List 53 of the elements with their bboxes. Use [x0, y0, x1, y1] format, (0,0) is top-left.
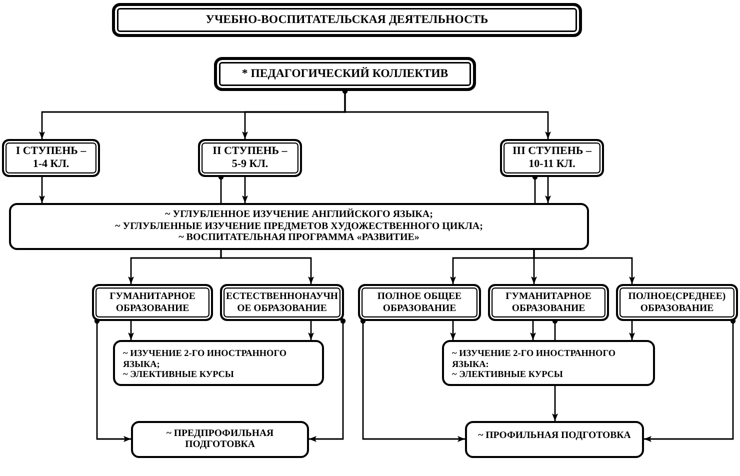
list-item: ~ ИЗУЧЕНИЕ 2-ГО ИНОСТРАННОГО ЯЗЫКА: — [452, 348, 616, 370]
box-label: ПОЛНОЕ ОБЩЕЕ ОБРАЗОВАНИЕ — [376, 291, 463, 314]
arrow — [308, 321, 314, 340]
box-label: I СТУПЕНЬ – 1-4 КЛ. — [14, 145, 88, 171]
arrow — [309, 318, 346, 442]
arrow — [360, 318, 465, 442]
program-box — [9, 203, 589, 250]
arrow — [450, 321, 456, 340]
elective-box — [442, 340, 655, 386]
track-box — [92, 284, 213, 321]
box-label: ~ ПРЕДПРОФИЛЬНАЯ ПОДГОТОВКА — [165, 428, 275, 451]
title-text: УЧЕБНО-ВОСПИТАТЕЛЬСКАЯ ДЕЯТЕЛЬНОСТЬ — [206, 13, 488, 27]
list-item: ~ УГЛУБЛЕННОЕ ИЗУЧЕНИЕ АНГЛИЙСКОГО ЯЗЫКА; — [165, 209, 433, 221]
track-box — [358, 284, 481, 321]
box-label: II СТУПЕНЬ – 5-9 КЛ. — [212, 145, 288, 171]
header-box — [214, 57, 476, 91]
arrow — [530, 321, 536, 340]
connector-line — [218, 174, 224, 203]
arrow — [128, 321, 134, 340]
header-text: * ПЕДАГОГИЧЕСКИЙ КОЛЛЕКТИВ — [242, 67, 448, 81]
elective-box — [113, 340, 324, 386]
title-box — [112, 3, 582, 37]
box-label: III СТУПЕНЬ – 10-11 КЛ. — [512, 145, 592, 171]
list-item: ~ ИЗУЧЕНИЕ 2-ГО ИНОСТРАННОГО ЯЗЫКА; — [123, 348, 288, 370]
track-box — [616, 284, 738, 321]
track-box — [488, 284, 609, 321]
arrow — [552, 386, 558, 421]
list-item: ~ ЭЛЕКТИВНЫЕ КУРСЫ — [123, 369, 234, 380]
arrow — [242, 177, 248, 203]
box-label: ЕСТЕСТВЕННОНАУЧН ОЕ ОБРАЗОВАНИЕ — [225, 291, 339, 314]
arrow — [629, 321, 635, 340]
connector-line — [552, 318, 558, 340]
box-label: ~ ПРОФИЛЬНАЯ ПОДГОТОВКА — [478, 430, 631, 442]
connector-line — [532, 174, 538, 203]
outcome-box — [131, 421, 309, 458]
stage-box — [500, 139, 604, 177]
list-item: ~ ЭЛЕКТИВНЫЕ КУРСЫ — [452, 369, 563, 380]
arrow — [39, 177, 45, 203]
arrow — [545, 177, 551, 203]
arrow — [342, 88, 551, 139]
arrow — [94, 318, 131, 442]
stage-box — [2, 139, 100, 177]
arrow — [644, 318, 736, 442]
arrow — [533, 250, 635, 284]
box-label: ГУМАНИТАРНОЕ ОБРАЗОВАНИЕ — [504, 291, 592, 314]
list-item: ~ ВОСПИТАТЕЛЬНАЯ ПРОГРАММА «РАЗВИТИЕ» — [178, 232, 420, 244]
stage-box — [198, 139, 302, 177]
list-item: ~ УГЛУБЛЕННЫЕ ИЗУЧЕНИЕ ПРЕДМЕТОВ ХУДОЖЕСТВЕННОГО ЦИКЛА; — [115, 220, 483, 232]
arrow — [220, 250, 314, 284]
box-label: ПОЛНОЕ(СРЕДНЕЕ) ОБРАЗОВАНИЕ — [627, 291, 727, 314]
track-box — [220, 284, 344, 321]
box-label: ГУМАНИТАРНОЕ ОБРАЗОВАНИЕ — [108, 291, 196, 314]
outcome-box — [465, 421, 644, 458]
